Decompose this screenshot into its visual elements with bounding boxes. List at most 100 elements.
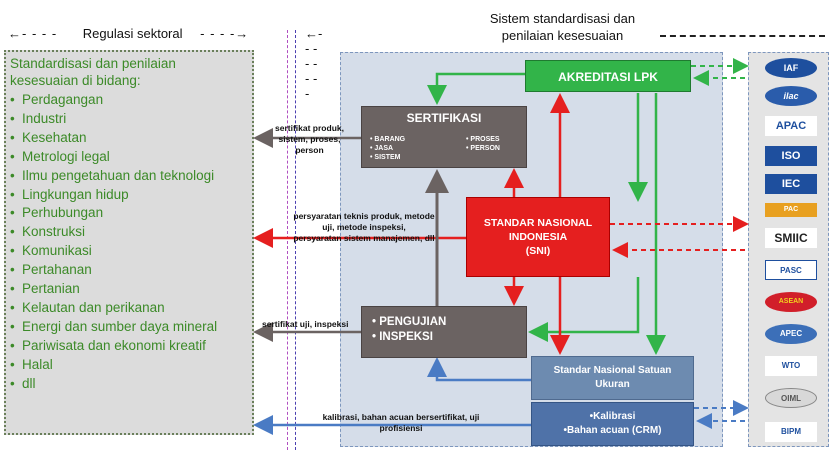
cal-output-label: kalibrasi, bahan acuan bersertifikat, uj…	[292, 412, 510, 434]
bullet-icon: •	[10, 299, 15, 315]
right-header: Sistem standardisasi dan penilaian keses…	[470, 10, 655, 44]
oiml-logo: OIML	[765, 388, 817, 408]
pengujian-line1: • PENGUJIAN	[372, 316, 447, 328]
cert-output-line1: sertifikat produk,	[275, 123, 344, 133]
bullet-icon: •	[10, 356, 15, 372]
sector-item: • Metrologi legal	[10, 148, 255, 167]
left-panel	[4, 50, 254, 435]
snsu-line2: Ukuran	[595, 379, 630, 390]
sector-item-label: Ilmu pengetahuan dan teknologi	[22, 167, 215, 183]
sector-item: • Lingkungan hidup	[10, 186, 255, 205]
sector-item: • Perdagangan	[10, 91, 255, 110]
left-panel-title: Standardisasi dan penilaian kesesuaian d…	[10, 55, 250, 89]
iso-logo: ISO	[765, 146, 817, 166]
sector-item-label: Kelautan dan perikanan	[22, 299, 165, 315]
left-header-label: Regulasi sektoral	[82, 26, 183, 41]
cert-output-line2: sistem, proses,	[278, 134, 341, 144]
sertifikasi-scope-item: • BARANG	[370, 136, 406, 143]
cal-output-line1: kalibrasi, bahan acuan bersertifikat, uj…	[322, 412, 480, 422]
test-output-label: sertifikat uji, inspeksi	[262, 319, 349, 329]
sector-item: • Pertanian	[10, 280, 255, 299]
arrow-to-pengujian	[528, 277, 640, 342]
sector-item: •Konstruksi	[10, 223, 255, 242]
sector-item: • Komunikasi	[10, 242, 255, 261]
iec-logo: IEC	[765, 174, 817, 194]
arrow-snsu-to-pengujian	[427, 357, 531, 382]
kalibrasi-box: •Kalibrasi •Bahan acuan (CRM)	[531, 402, 694, 446]
right-header-arrow-left: ←- - - - - - - -	[305, 26, 323, 101]
bullet-icon: •	[10, 205, 15, 221]
sector-item: •Pertahanan	[10, 261, 255, 280]
left-panel-title-line2: kesesuaian di bidang:	[10, 73, 141, 88]
pengujian-line2: • INSPEKSI	[372, 331, 433, 343]
asean-logo: ASEAN	[765, 292, 817, 312]
sertifikasi-scope-label: PROSES	[470, 136, 500, 143]
sni-line1: STANDAR NASIONAL	[483, 217, 593, 229]
sector-item-label: Pertanian	[22, 281, 80, 297]
sector-item: •Pariwisata dan ekonomi kreatif	[10, 337, 255, 356]
sector-item-label: Perdagangan	[22, 92, 104, 107]
sni-output-line3: persyaratan sistem manajemen, dll	[293, 233, 435, 243]
sector-item-label: Halal	[22, 356, 53, 372]
sertifikasi-col2: • PROSES• PERSON	[466, 135, 500, 153]
wto-logo: WTO	[765, 356, 817, 376]
bullet-icon: •	[10, 281, 15, 297]
ilac-logo: ilac	[765, 86, 817, 106]
sector-item-label: Konstruksi	[22, 224, 86, 240]
sector-item: •Industri	[10, 110, 255, 129]
sector-item-label: Komunikasi	[22, 243, 92, 259]
bullet-icon: •	[10, 186, 15, 202]
kalibrasi-line2: •Bahan acuan (CRM)	[563, 425, 662, 436]
sni-line3: (SNI)	[525, 245, 551, 257]
sni-box: STANDAR NASIONAL INDONESIA (SNI)	[466, 197, 610, 277]
sertifikasi-box: SERTIFIKASI • BARANG• JASA• SISTEM • PRO…	[361, 106, 527, 168]
pasc-logo: PASC	[765, 260, 817, 280]
sni-output-line1: persyaratan teknis produk, metode	[293, 211, 435, 221]
separator-line	[287, 30, 288, 450]
sertifikasi-scope-label: PERSON	[470, 145, 500, 152]
snsu-box: Standar Nasional Satuan Ukuran	[531, 356, 694, 400]
sector-item-label: Metrologi legal	[22, 148, 110, 164]
right-header-line1: Sistem standardisasi dan	[489, 11, 636, 26]
cal-output-line2: profisiensi	[379, 423, 423, 433]
sector-item: • Energi dan sumber daya mineral	[10, 318, 255, 337]
sertifikasi-title: SERTIFIKASI	[406, 111, 482, 125]
bullet-icon: •	[10, 318, 15, 334]
bullet-icon: •	[10, 375, 15, 391]
sertifikasi-col1: • BARANG• JASA• SISTEM	[370, 135, 405, 162]
akreditasi-box: AKREDITASI LPK	[525, 60, 691, 92]
kalibrasi-line1: •Kalibrasi	[589, 411, 636, 422]
bullet-icon: •	[10, 243, 15, 259]
inspeksi-label: INSPEKSI	[379, 331, 433, 343]
sector-item-label: Kesehatan	[22, 129, 87, 145]
bullet-icon: •	[10, 148, 15, 164]
sertifikasi-scope-label: JASA	[374, 145, 394, 152]
kalibrasi-label: Kalibrasi	[593, 411, 636, 422]
arrow-akred-to-sertifikasi	[427, 72, 525, 105]
right-header-line2: penilaian kesesuaian	[501, 28, 624, 43]
bullet-icon: •	[10, 92, 15, 107]
sni-line2: INDONESIA	[508, 231, 568, 243]
sector-item: •Ilmu pengetahuan dan teknologi	[10, 167, 255, 186]
pengujian-label: PENGUJIAN	[379, 316, 447, 328]
iaf-logo: IAF	[765, 58, 817, 78]
bullet-icon: •	[10, 110, 15, 126]
sni-output-line2: uji, metode inspeksi,	[322, 222, 406, 232]
separator-line	[295, 30, 296, 450]
sector-list: •Perdagangan•Industri•Kesehatan•Metrolog…	[10, 91, 255, 394]
sertifikasi-scope-label: SISTEM	[374, 154, 401, 161]
left-panel-title-line1: Standardisasi dan penilaian	[10, 56, 176, 71]
crm-label: Bahan acuan (CRM)	[567, 425, 662, 436]
sector-item-label: Pariwisata dan ekonomi kreatif	[22, 337, 206, 353]
sector-item-label: Lingkungan hidup	[22, 186, 129, 202]
bipm-logo: BIPM	[765, 422, 817, 442]
sector-item-label: Perhubungan	[22, 205, 104, 221]
sector-item-label: Energi dan sumber daya mineral	[22, 318, 218, 334]
right-header-dashes	[660, 35, 825, 37]
sertifikasi-scope-item: • JASA	[370, 145, 394, 152]
apec-logo: APEC	[765, 324, 817, 344]
sector-item: • Perhubungan	[10, 204, 255, 223]
sni-output-label: persyaratan teknis produk, metode uji, m…	[264, 211, 464, 244]
sertifikasi-scope-item: • PERSON	[466, 145, 500, 152]
